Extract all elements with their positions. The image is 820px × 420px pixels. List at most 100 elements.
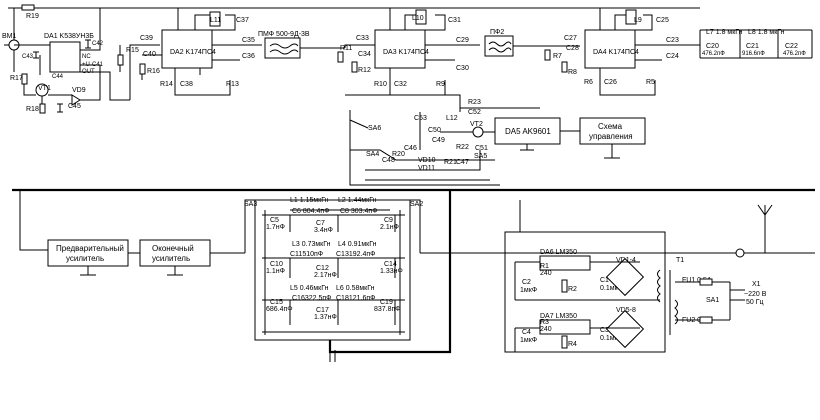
label-l3: L3 0.73мкГн [292, 241, 331, 248]
label-sa3: SA3 [244, 201, 257, 208]
inductor-l9 [625, 9, 637, 25]
label-vd9: VD9 [72, 87, 86, 94]
label-c1-value: 0.1мкФ [600, 285, 623, 292]
label-c14: C14 [384, 261, 397, 268]
label-r4: R4 [568, 341, 577, 348]
label-c3: C3 [600, 327, 609, 334]
label-c4-value: 1мкФ [520, 337, 537, 344]
regulator-da6 [539, 255, 591, 271]
label-c17: C17 [316, 307, 329, 314]
label-c37: C37 [236, 17, 249, 24]
resistor-r16 [139, 63, 146, 75]
regulator-da7 [539, 319, 591, 335]
label-c19-value: 837.8пФ [374, 306, 401, 313]
label-c33: C33 [356, 35, 369, 42]
label-c9: C9 [384, 217, 393, 224]
antenna-connector-icon [735, 248, 745, 258]
label-c39: C39 [140, 35, 153, 42]
label-c43: C43 [22, 54, 34, 60]
label-c10-value: 1.1нФ [266, 268, 285, 275]
label-c7-value: 3.4нФ [314, 227, 333, 234]
label-c12: C12 [316, 265, 329, 272]
label-pf1: ПМФ 500-9Д-3В [258, 31, 310, 38]
label-r15: R15 [126, 47, 139, 54]
label-c21-value: 916.6пФ [742, 51, 765, 57]
power-supply: DA6 LM350 R1 240 C2 1мкФ R2 C1 0.1мкФ VD… [504, 200, 767, 353]
label-sa5: SA5 [474, 153, 487, 160]
label-c23: C23 [666, 37, 679, 44]
label-vd11: VD11 [418, 165, 435, 172]
transmit-path: Предварительный усилитель Оконечный усил… [12, 188, 815, 354]
label-l7: L7 1.8 мкГн [706, 29, 743, 36]
label-vt2: VT2 [470, 121, 483, 128]
label-r2: R2 [568, 286, 577, 293]
label-r5: R5 [646, 79, 655, 86]
label-c13: C13192.4пФ [336, 251, 375, 258]
label-c49: C49 [432, 137, 445, 144]
label-c20: C20 [706, 43, 719, 50]
label-r19: R19 [26, 13, 39, 20]
label-c51: C51 [475, 145, 488, 152]
label-r17: R17 [10, 75, 23, 82]
ic-da4 [584, 29, 636, 69]
label-c1: C1 [600, 277, 609, 284]
label-c22-value: 476.2пФ [783, 51, 806, 57]
label-t1: T1 [676, 257, 684, 264]
lpf-bank: SA3 SA2 L1 1.15мкГн L2 1.44мкГн C6 804.4… [244, 197, 435, 362]
label-fu1: FU1 0.5A [682, 277, 712, 284]
label-da4: DA4 K174ПС4 [593, 49, 639, 56]
label-mains-2: 50 Гц [746, 299, 764, 306]
label-c26: C26 [604, 79, 617, 86]
label-c4: C4 [522, 329, 531, 336]
label-c24: C24 [666, 53, 679, 60]
label-r7: R7 [553, 53, 562, 60]
label-sa4: SA4 [366, 151, 379, 158]
label-r23: R23 [468, 99, 481, 106]
label-r20: R20 [392, 151, 405, 158]
label-da3: DA3 K174ПС4 [383, 49, 429, 56]
label-c45: C45 [68, 103, 81, 110]
label-l2: L2 1.44мкГн [338, 197, 377, 204]
label-vt1: VT1 [38, 85, 51, 92]
label-vd5: VD5-8 [616, 307, 636, 314]
label-da7: DA7 LM350 [540, 313, 577, 320]
label-l5: L5 0.46мкГн [290, 285, 329, 292]
ic-da2 [161, 29, 213, 69]
label-r12: R12 [358, 67, 371, 74]
bridge-vd1-icon [605, 257, 645, 297]
label-c5-value: 1.7нФ [266, 224, 285, 231]
label-c6: C6 804.4пФ [292, 208, 330, 215]
label-l1: L1 1.15мкГн [290, 197, 329, 204]
label-c52: C52 [468, 109, 481, 116]
label-c16: C16322.5пФ [292, 295, 331, 302]
label-l8: L8 1.8 мкГн [748, 29, 785, 36]
label-outamp-1: Оконечный [152, 244, 194, 253]
modulator-block: R23 C52 C53 L12 C50 VT2 C51 C49 R22 SA6 … [345, 94, 646, 186]
label-c34: C34 [358, 51, 371, 58]
label-da1: DA1 K538УН3Б [44, 33, 94, 40]
ic-da5 [494, 117, 561, 145]
label-control-1: Схема [598, 122, 623, 131]
label-r16: R16 [147, 68, 160, 75]
label-c48: C48 [382, 157, 395, 164]
inductor-l10 [415, 9, 427, 25]
label-control-2: управления [589, 132, 633, 141]
label-c30: C30 [456, 65, 469, 72]
label-r9: R9 [436, 81, 445, 88]
label-c47: C47 [456, 159, 469, 166]
label-r18: R18 [26, 106, 39, 113]
resistor-r19 [21, 4, 35, 11]
label-c3-value: 0.1мкФ [600, 335, 623, 342]
label-r21: R21 [444, 159, 457, 166]
label-da2: DA2 K174ПС4 [170, 49, 216, 56]
label-r10: R10 [374, 81, 387, 88]
resistor-r11 [337, 51, 344, 63]
label-c17-value: 1.37нФ [314, 314, 337, 321]
label-c38: C38 [180, 81, 193, 88]
label-c31: C31 [448, 17, 461, 24]
label-r3-value: 240 [540, 326, 552, 333]
resistor-r12 [351, 61, 358, 73]
label-mains-1: ~220 В [744, 291, 767, 298]
bridge-vd5-icon [605, 309, 645, 349]
